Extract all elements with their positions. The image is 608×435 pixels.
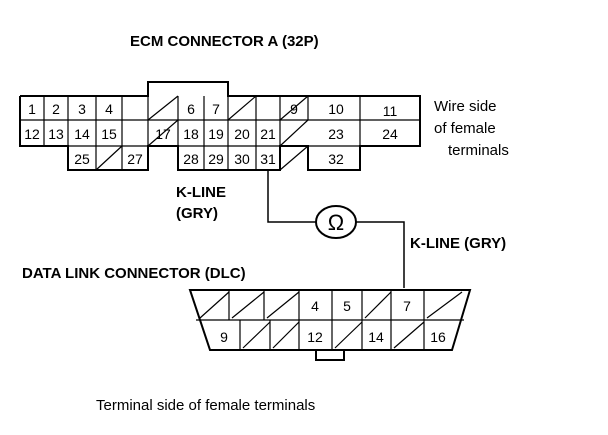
ecm-pin: 1 bbox=[28, 101, 36, 117]
dlc-pin: 4 bbox=[311, 298, 319, 314]
ecm-pin: 13 bbox=[48, 126, 64, 142]
wire-side-note: Wire side of female terminals bbox=[434, 98, 509, 159]
k-line-short-label: K-LINE (GRY) bbox=[176, 184, 226, 222]
dlc-pin: 16 bbox=[430, 329, 446, 345]
k-line-label-line: K-LINE bbox=[176, 184, 226, 201]
k-line-wire bbox=[267, 170, 405, 288]
ecm-pin: 21 bbox=[260, 126, 276, 142]
ecm-pin: 4 bbox=[105, 101, 113, 117]
ecm-pin: 28 bbox=[183, 151, 199, 167]
dlc-connector-outline bbox=[188, 289, 472, 361]
ecm-pin: 14 bbox=[74, 126, 90, 142]
ecm-pin: 15 bbox=[101, 126, 117, 142]
ecm-pin: 9 bbox=[290, 101, 298, 117]
ecm-pin: 7 bbox=[212, 101, 220, 117]
ecm-pin: 27 bbox=[127, 151, 143, 167]
ecm-pin: 23 bbox=[328, 126, 344, 142]
ecm-pin: 32 bbox=[328, 151, 344, 167]
dlc-pin: 14 bbox=[368, 329, 384, 345]
ecm-connector-grid bbox=[20, 95, 420, 171]
ecm-pin: 6 bbox=[187, 101, 195, 117]
dlc-title: DATA LINK CONNECTOR (DLC) bbox=[22, 265, 246, 282]
ecm-pin: 12 bbox=[24, 126, 40, 142]
wire-side-note-line: terminals bbox=[448, 142, 509, 159]
k-line-long-label: K-LINE (GRY) bbox=[410, 235, 506, 252]
ohm-symbol: Ω bbox=[328, 210, 344, 235]
ecm-pin: 30 bbox=[234, 151, 250, 167]
ecm-connector-title: ECM CONNECTOR A (32P) bbox=[130, 33, 319, 50]
ecm-pin: 2 bbox=[52, 101, 60, 117]
dlc-caption: Terminal side of female terminals bbox=[96, 397, 315, 414]
ohmmeter-icon bbox=[315, 205, 357, 239]
ecm-pin: 17 bbox=[155, 126, 171, 142]
ecm-pin: 29 bbox=[208, 151, 224, 167]
ecm-pin: 31 bbox=[260, 151, 276, 167]
ecm-pin: 18 bbox=[183, 126, 199, 142]
dlc-pin: 12 bbox=[307, 329, 323, 345]
ecm-pin: 20 bbox=[234, 126, 250, 142]
dlc-pin: 7 bbox=[403, 298, 411, 314]
wire-side-note-line: of female bbox=[434, 120, 496, 137]
k-line-label-line: (GRY) bbox=[176, 205, 218, 222]
ecm-pin: 11 bbox=[383, 103, 398, 119]
ecm-pin: 3 bbox=[78, 101, 86, 117]
dlc-pin: 9 bbox=[220, 329, 228, 345]
dlc-connector-grid bbox=[196, 290, 464, 350]
ecm-pin-labels: 1 2 3 4 6 7 9 10 11 12 13 14 15 17 18 19… bbox=[24, 101, 398, 167]
ecm-pin: 19 bbox=[208, 126, 224, 142]
dlc-pin-labels: 4 5 7 9 12 14 16 bbox=[220, 298, 446, 345]
dlc-pin: 5 bbox=[343, 298, 351, 314]
ecm-pin: 24 bbox=[382, 126, 398, 142]
ecm-pin: 25 bbox=[74, 151, 90, 167]
wire-side-note-line: Wire side bbox=[434, 98, 497, 115]
ecm-pin: 10 bbox=[328, 101, 344, 117]
